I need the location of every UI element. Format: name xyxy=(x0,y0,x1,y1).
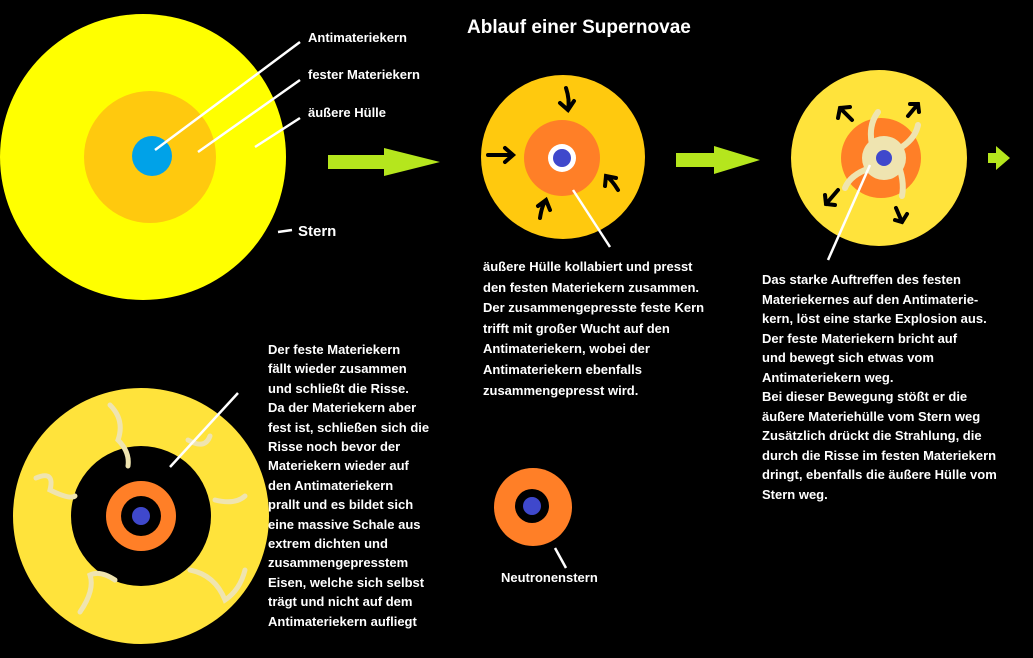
inward-arrows xyxy=(486,86,620,220)
step-3-description: Das starke Auftreffen des festen Materie… xyxy=(762,272,997,502)
star-stage-4-shell xyxy=(13,388,269,644)
arrow-right-icon xyxy=(328,148,440,176)
label-solid-core: fester Materiekern xyxy=(308,67,420,82)
page-title: Ablauf einer Supernovae xyxy=(467,17,691,38)
arrow-right-icon xyxy=(988,146,1010,170)
step-2-description: äußere Hülle kollabiert und presst den f… xyxy=(483,259,705,398)
star-stage-3-explosion xyxy=(791,70,967,261)
label-neutron-star: Neutronenstern xyxy=(501,570,598,585)
outward-arrows xyxy=(823,102,921,225)
progress-arrows xyxy=(328,146,1010,176)
label-lines xyxy=(154,40,301,234)
label-outer-shell: äußere Hülle xyxy=(308,105,387,120)
label-antimatter-core: Antimateriekern xyxy=(308,30,407,45)
star-stage-2-collapse xyxy=(481,75,645,248)
arrow-right-icon xyxy=(676,146,760,174)
label-star: Stern xyxy=(298,223,337,240)
step-4-description: Der feste Materiekern fällt wieder zusam… xyxy=(268,342,430,629)
star-stage-1 xyxy=(0,14,301,300)
neutron-star xyxy=(494,468,572,569)
